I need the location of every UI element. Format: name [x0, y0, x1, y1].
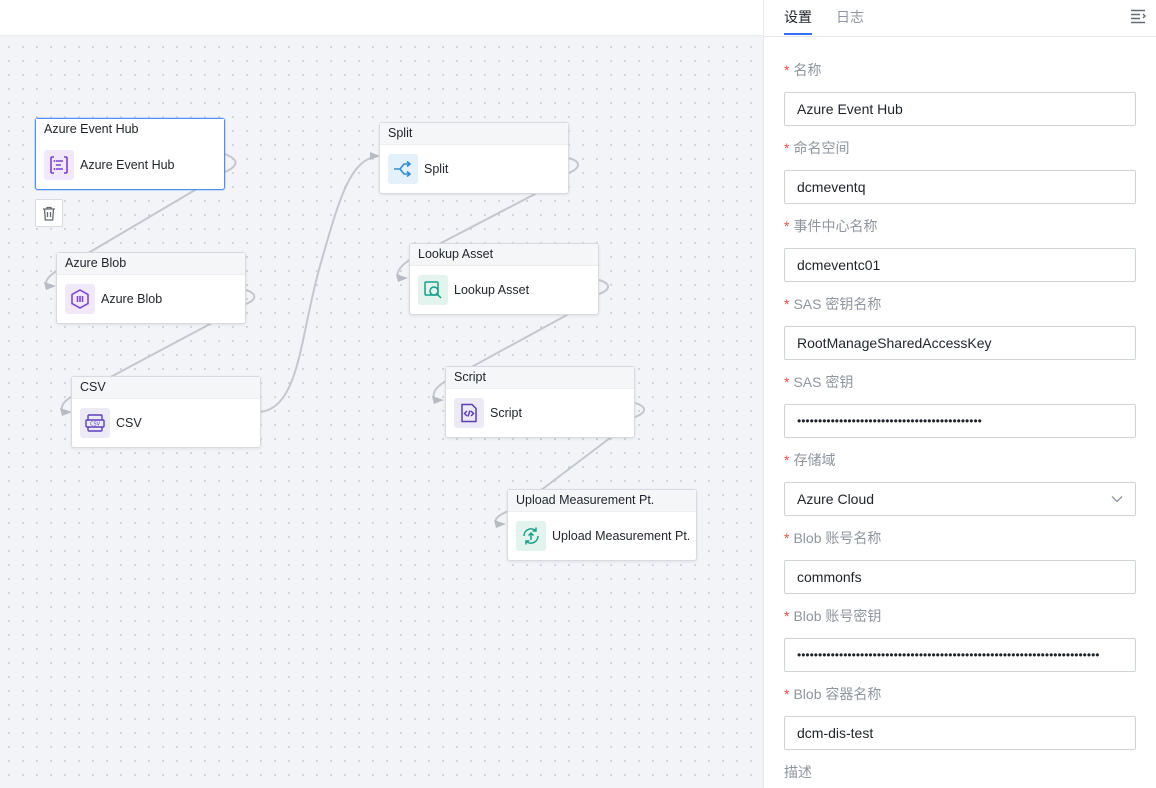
node-title: Script	[446, 367, 634, 389]
node-title: Azure Blob	[57, 253, 245, 275]
tab-settings[interactable]: 设置	[784, 9, 812, 25]
field-label: 名称	[793, 62, 822, 78]
collapse-panel-icon[interactable]	[1129, 7, 1147, 25]
active-tab-indicator	[784, 33, 812, 35]
required-mark: *	[784, 530, 790, 546]
node-label: Lookup Asset	[454, 283, 530, 297]
node-upload-measurement[interactable]: Upload Measurement Pt. Upload Measuremen…	[507, 489, 697, 561]
field-name: *名称 Azure Event Hub	[784, 60, 1136, 126]
delete-node-button[interactable]	[35, 199, 63, 227]
chevron-down-icon	[1111, 496, 1123, 503]
field-label: 命名空间	[793, 140, 850, 156]
node-title: Azure Event Hub	[36, 119, 224, 141]
field-label: Blob 账号名称	[793, 530, 882, 546]
storage-domain-select[interactable]: Azure Cloud	[784, 482, 1136, 516]
field-label: 描述	[784, 764, 812, 780]
field-label: SAS 密钥	[793, 374, 854, 390]
edge-split-lookup	[396, 157, 579, 279]
sas-key-name-input[interactable]: RootManageSharedAccessKey	[784, 326, 1136, 360]
event-hub-icon	[44, 150, 74, 180]
edge-arrow	[60, 408, 72, 416]
blob-account-key-password-input[interactable]: ••••••••••••••••••••••••••••••••••••••••…	[784, 638, 1136, 672]
edge-arrow	[432, 396, 444, 404]
blob-storage-icon	[65, 284, 95, 314]
namespace-input[interactable]: dcmeventq	[784, 170, 1136, 204]
field-blob-account-name: *Blob 账号名称 commonfs	[784, 528, 1136, 594]
node-label: Azure Blob	[101, 292, 163, 306]
edge-arrow	[44, 282, 56, 290]
field-blob-container-name: *Blob 容器名称 dcm-dis-test	[784, 684, 1136, 750]
field-event-hub-name: *事件中心名称 dcmeventc01	[784, 216, 1136, 282]
edge-lookup-script	[432, 279, 609, 401]
upload-measurement-icon	[516, 521, 546, 551]
field-label: Blob 账号密钥	[793, 608, 882, 624]
required-mark: *	[784, 62, 790, 78]
node-label: Azure Event Hub	[80, 158, 175, 172]
field-sas-key-name: *SAS 密钥名称 RootManageSharedAccessKey	[784, 294, 1136, 360]
event-hub-name-input[interactable]: dcmeventc01	[784, 248, 1136, 282]
node-title: Lookup Asset	[410, 244, 598, 266]
field-label: 事件中心名称	[793, 218, 878, 234]
required-mark: *	[784, 686, 790, 702]
field-namespace: *命名空间 dcmeventq	[784, 138, 1136, 204]
svg-text:CSV: CSV	[90, 422, 101, 428]
blob-account-name-input[interactable]: commonfs	[784, 560, 1136, 594]
node-title: CSV	[72, 377, 260, 399]
node-split[interactable]: Split Split	[379, 122, 569, 194]
field-sas-key: *SAS 密钥 ••••••••••••••••••••••••••••••••…	[784, 372, 1136, 438]
select-value: Azure Cloud	[797, 491, 875, 507]
field-label: 存储域	[793, 452, 836, 468]
field-description: 描述	[784, 762, 1136, 782]
tab-logs[interactable]: 日志	[836, 9, 864, 25]
node-csv[interactable]: CSV CSV CSV	[71, 376, 261, 448]
node-azure-blob[interactable]: Azure Blob Azure Blob	[56, 252, 246, 324]
required-mark: *	[784, 140, 790, 156]
node-lookup-asset[interactable]: Lookup Asset Lookup Asset	[409, 243, 599, 315]
field-storage-domain: *存储域 Azure Cloud	[784, 450, 1136, 516]
edge-csv-split	[260, 155, 379, 413]
name-input[interactable]: Azure Event Hub	[784, 92, 1136, 126]
node-label: Script	[490, 406, 522, 420]
edge-arrow	[396, 274, 408, 282]
required-mark: *	[784, 296, 790, 312]
lookup-asset-icon	[418, 275, 448, 305]
edge-script-upload	[494, 402, 645, 523]
required-mark: *	[784, 218, 790, 234]
edge-eventhub-blob	[45, 153, 237, 285]
node-title: Split	[380, 123, 568, 145]
required-mark: *	[784, 374, 790, 390]
panel-tabs: 设置 日志	[764, 0, 1156, 37]
field-label: SAS 密钥名称	[793, 296, 882, 312]
node-script[interactable]: Script Script	[445, 366, 635, 438]
node-azure-event-hub[interactable]: Azure Event Hub Azure Event Hub	[35, 118, 225, 190]
blob-container-name-input[interactable]: dcm-dis-test	[784, 716, 1136, 750]
split-icon	[388, 154, 418, 184]
required-mark: *	[784, 452, 790, 468]
edge-blob-csv	[60, 289, 256, 413]
flow-canvas[interactable]: Azure Event Hub Azure Event Hub Azure Bl…	[0, 36, 763, 788]
csv-icon: CSV	[80, 408, 110, 438]
edge-arrow	[370, 152, 380, 160]
required-mark: *	[784, 608, 790, 624]
properties-panel: 设置 日志 *名称 Azure Event Hub *命名空间 dcmevent…	[763, 0, 1156, 788]
canvas-toolbar	[0, 0, 763, 36]
node-title: Upload Measurement Pt.	[508, 490, 696, 512]
field-label: Blob 容器名称	[793, 686, 882, 702]
edge-arrow	[494, 520, 506, 528]
sas-key-password-input[interactable]: ••••••••••••••••••••••••••••••••••••••••…	[784, 404, 1136, 438]
node-label: Upload Measurement Pt.	[552, 529, 691, 543]
node-label: CSV	[116, 416, 142, 430]
field-blob-account-key: *Blob 账号密钥 •••••••••••••••••••••••••••••…	[784, 606, 1136, 672]
trash-icon	[43, 206, 55, 221]
flow-edges	[44, 152, 645, 528]
script-icon	[454, 398, 484, 428]
node-label: Split	[424, 162, 449, 176]
